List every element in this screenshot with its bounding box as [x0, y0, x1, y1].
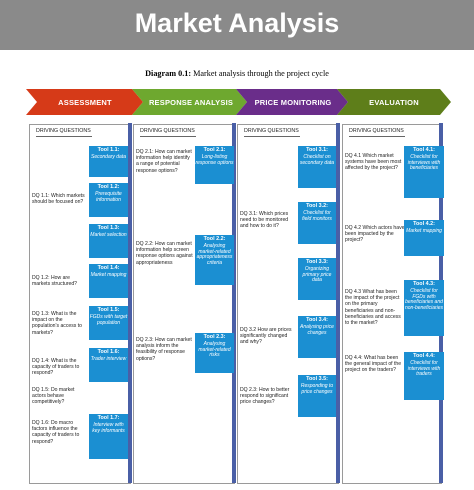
tool-name: Tool 4.4:: [413, 353, 435, 359]
driving-question: DQ 3.1: Which prices need to be monitore…: [240, 211, 289, 230]
tool-box: Tool 1.4: Market mapping: [89, 264, 128, 298]
stage-monitoring-label: PRICE MONITORING: [254, 97, 332, 107]
tool-description: Analysing market-related appropriateness…: [196, 242, 233, 267]
tool-name: Tool 3.4:: [306, 317, 328, 323]
tool-name: Tool 2.2:: [203, 236, 226, 242]
tool-description: Secondary data: [90, 153, 127, 160]
title-banner: Market Analysis: [0, 0, 474, 50]
tool-name: Tool 3.1:: [306, 147, 328, 153]
tool-name: Tool 3.5:: [306, 376, 328, 382]
diagram-caption-label: Diagram 0.1:: [145, 69, 192, 78]
tool-box: Tool 1.7: Interview with key informants: [89, 414, 128, 459]
tool-description: Analysing price changes: [300, 323, 334, 336]
driving-question: DQ 4.1 Which market systems have been mo…: [345, 153, 402, 172]
tool-description: Trader interview: [90, 355, 127, 362]
column-header: DRIVING QUESTIONS: [349, 128, 405, 137]
column-header: DRIVING QUESTIONS: [36, 128, 92, 137]
tool-name: Tool 1.2:: [97, 184, 120, 190]
tool-box: Tool 1.2: Prerequisite information: [89, 183, 128, 217]
column-bar: [128, 123, 132, 483]
driving-question: DQ 1.1: Which markets should be focused …: [32, 193, 85, 206]
driving-question: DQ 1.2: How are markets structured?: [32, 275, 78, 288]
tool-box: Tool 4.2: Market mapping: [404, 220, 444, 256]
stage-arrow-response: [132, 89, 247, 115]
stage-evaluation-label: EVALUATION: [369, 97, 419, 107]
tool-description: Organizing primary price data: [302, 265, 332, 284]
diagram-caption-text: Market analysis through the project cycl…: [193, 69, 329, 78]
tool-description: Checklist on secondary data: [299, 153, 335, 166]
tool-name: Tool 1.4:: [97, 265, 120, 271]
driving-question: DQ 1.6: Do macro factors influence the c…: [32, 420, 80, 445]
column-bar: [336, 123, 340, 483]
driving-question: DQ 1.4: What is the capacity of traders …: [32, 358, 80, 377]
tool-name: Tool 1.3:: [97, 225, 120, 231]
tool-name: Tool 1.6:: [97, 349, 120, 355]
tool-box: Tool 1.6: Trader interview: [89, 348, 128, 382]
tool-box: Tool 3.5: Responding to price changes: [298, 375, 336, 417]
driving-question: DQ 1.5: Do market actors behave competit…: [32, 387, 75, 406]
stage-assessment: ASSESSMENT: [35, 89, 135, 115]
stage-response-label: RESPONSE ANALYSIS: [148, 97, 234, 107]
tool-description: FGDs with target population: [89, 313, 128, 326]
tool-box: Tool 1.5: FGDs with target population: [89, 306, 128, 340]
tool-name: Tool 1.5:: [97, 307, 120, 313]
tool-box: Tool 3.2: Checklist for field monitors: [298, 202, 336, 244]
column-header: DRIVING QUESTIONS: [140, 128, 196, 137]
column-response-analysis: DRIVING QUESTIONS DQ 2.1: How can market…: [133, 124, 235, 484]
tool-name: Tool 3.2:: [306, 203, 328, 209]
tool-box: Tool 4.4: Checklist for interviews with …: [404, 352, 444, 400]
tool-name: Tool 3.3:: [306, 259, 328, 265]
tool-description: Long-listing response options: [195, 153, 234, 166]
tool-description: Checklist for FGDs with beneficiaries an…: [404, 287, 444, 312]
tool-description: Checklist for field monitors: [302, 209, 332, 222]
tool-name: Tool 1.1:: [97, 147, 120, 153]
driving-question: DQ 4.4: What has been the general impact…: [345, 355, 402, 374]
tool-box: Tool 4.1: Checklist for interviews with …: [404, 146, 444, 198]
tool-box: Tool 3.4: Analysing price changes: [298, 316, 336, 358]
tool-box: Tool 1.3: Market selection: [89, 224, 128, 258]
tool-name: Tool 4.3:: [413, 281, 435, 287]
tool-name: Tool 4.2:: [413, 221, 435, 227]
stage-assessment-label: ASSESSMENT: [58, 97, 112, 107]
tool-box: Tool 4.3: Checklist for FGDs with benefi…: [404, 280, 444, 336]
driving-question: DQ 2.3: How to better respond to signifi…: [240, 387, 290, 406]
stage-arrow-assessment: [26, 89, 143, 115]
stage-arrow-evaluation: [337, 89, 451, 115]
stage-arrow-monitoring: [236, 89, 348, 115]
tool-description: Checklist for interviews with beneficiar…: [407, 153, 441, 172]
tool-description: Market mapping: [406, 227, 442, 234]
stage-evaluation: EVALUATION: [344, 89, 444, 115]
tool-description: Responding to price changes: [300, 382, 334, 395]
tool-description: Prerequisite information: [95, 190, 122, 203]
tool-box: Tool 3.1: Checklist on secondary data: [298, 146, 336, 188]
column-header: DRIVING QUESTIONS: [244, 128, 300, 137]
stage-arrows: [26, 89, 451, 115]
tool-name: Tool 2.1:: [203, 147, 226, 153]
tool-description: Analysing market-related risks: [198, 340, 231, 359]
diagram-caption: Diagram 0.1: Market analysis through the…: [0, 69, 474, 78]
tool-box: Tool 2.3: Analysing market-related risks: [195, 333, 234, 373]
stage-response-analysis: RESPONSE ANALYSIS: [139, 89, 243, 115]
tool-description: Market selection: [90, 231, 127, 238]
tool-box: Tool 2.2: Analysing market-related appro…: [195, 235, 234, 285]
tool-description: Checklist for interviews with traders: [407, 359, 441, 378]
driving-question: DQ 4.3 What has been the impact of the p…: [345, 289, 401, 327]
driving-question: DQ 2.2: How can market information help …: [136, 241, 193, 266]
tool-name: Tool 4.1:: [413, 147, 435, 153]
driving-question: DQ 3.2 How are prices significantly chan…: [240, 327, 292, 346]
tool-description: Interview with key informants: [92, 421, 125, 434]
tool-description: Market mapping: [90, 271, 127, 278]
driving-question: DQ 2.1: How can market information help …: [136, 149, 192, 174]
tool-name: Tool 2.3:: [203, 334, 226, 340]
tool-box: Tool 2.1: Long-listing response options: [195, 146, 234, 184]
driving-question: DQ 4.2 Which actors have been impacted b…: [345, 225, 405, 244]
tool-box: Tool 3.3: Organizing primary price data: [298, 258, 336, 300]
tool-box: Tool 1.1: Secondary data: [89, 146, 128, 177]
driving-question: DQ 2.3: How can market analysis inform t…: [136, 337, 192, 362]
tool-name: Tool 1.7:: [97, 415, 120, 421]
page-title: Market Analysis: [134, 8, 340, 38]
driving-question: DQ 1.3: What is the impact on the popula…: [32, 311, 82, 336]
column-bar: [232, 123, 236, 483]
stage-price-monitoring: PRICE MONITORING: [243, 89, 343, 115]
